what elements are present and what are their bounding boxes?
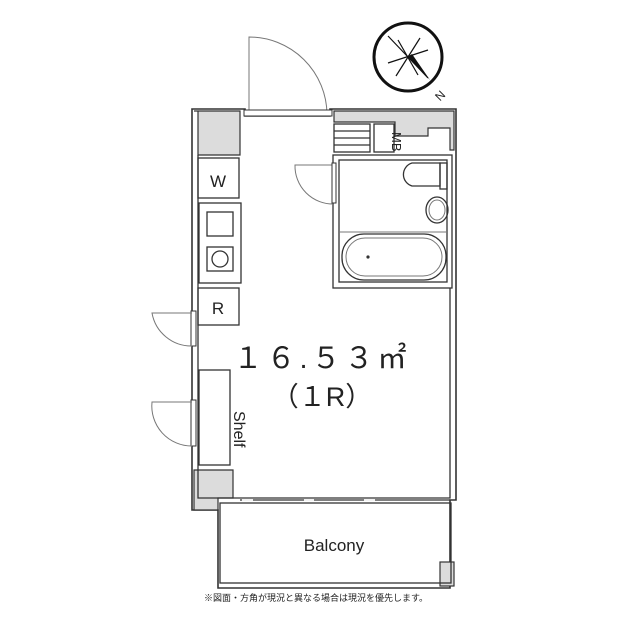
entrance-door xyxy=(248,36,328,115)
stairs xyxy=(333,123,371,153)
north-label: N xyxy=(432,88,448,104)
bathtub-icon xyxy=(341,233,447,281)
bathroom xyxy=(294,154,453,289)
compass-icon xyxy=(372,21,444,93)
meter-box-label: MB xyxy=(389,132,404,152)
room-type: （１R） xyxy=(272,382,373,412)
refrigerator-label: R xyxy=(212,299,224,318)
sink-icon xyxy=(425,196,449,224)
closet-doors xyxy=(151,310,197,447)
kitchen-stove xyxy=(198,202,242,284)
room-area: １６.５３㎡ xyxy=(233,342,410,375)
shelf-label: Shelf xyxy=(230,411,247,448)
washer-label: W xyxy=(210,172,226,191)
disclaimer: ※図面・方角が現況と異なる場合は現況を優先します。 xyxy=(204,592,428,603)
toilet-icon xyxy=(402,162,441,187)
balcony-label: Balcony xyxy=(304,536,365,555)
